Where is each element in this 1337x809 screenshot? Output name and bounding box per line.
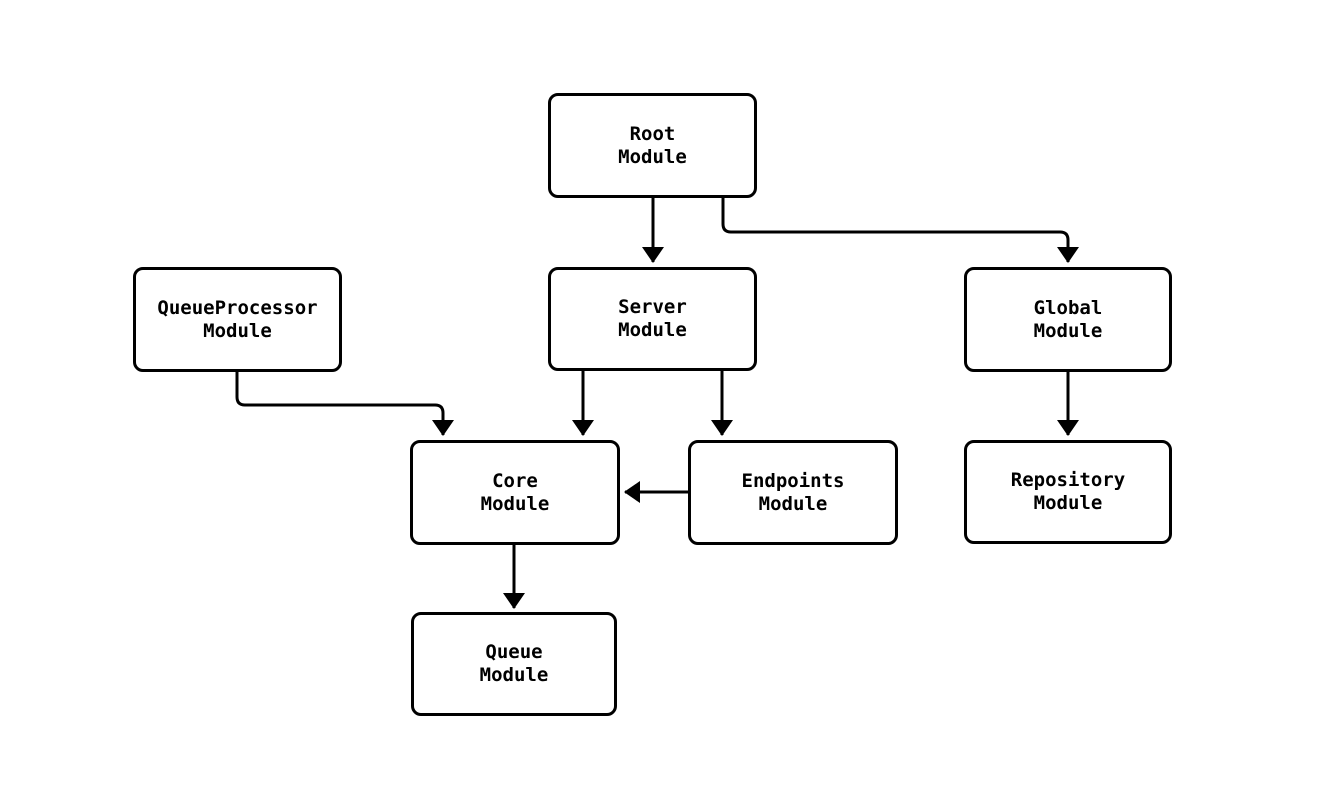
node-label-line: Module [758, 492, 828, 515]
node-label-line: Root [629, 122, 676, 145]
node-label-line: Core [492, 469, 538, 492]
node-label-line: Module [618, 319, 687, 341]
node-core-module: Core Module [410, 440, 620, 545]
node-label-line: Endpoints [741, 469, 845, 492]
node-server-module: Server Module [548, 267, 757, 371]
node-endpoints-module: Endpoints Module [688, 440, 898, 545]
node-label-line: Global [1033, 296, 1103, 319]
node-label-line: Repository [1010, 469, 1126, 491]
node-label-line: Module [618, 145, 687, 168]
node-label-line: QueueProcessor [157, 296, 318, 319]
node-root-module: Root Module [548, 93, 757, 198]
edge-root-to-global [721, 198, 1079, 263]
node-queueprocessor-module: QueueProcessor Module [133, 267, 342, 372]
node-label-line: Module [1033, 492, 1103, 514]
node-global-module: Global Module [964, 267, 1172, 372]
node-queue-module: Queue Module [411, 612, 617, 716]
node-label-line: Queue [485, 641, 543, 663]
node-label-line: Module [480, 492, 550, 515]
node-label-line: Server [618, 296, 687, 318]
node-label-line: Module [1033, 319, 1103, 342]
edge-queueprocessor-to-core [235, 372, 454, 436]
node-label-line: Module [479, 664, 549, 686]
node-label-line: Module [203, 319, 272, 342]
node-repository-module: Repository Module [964, 440, 1172, 544]
